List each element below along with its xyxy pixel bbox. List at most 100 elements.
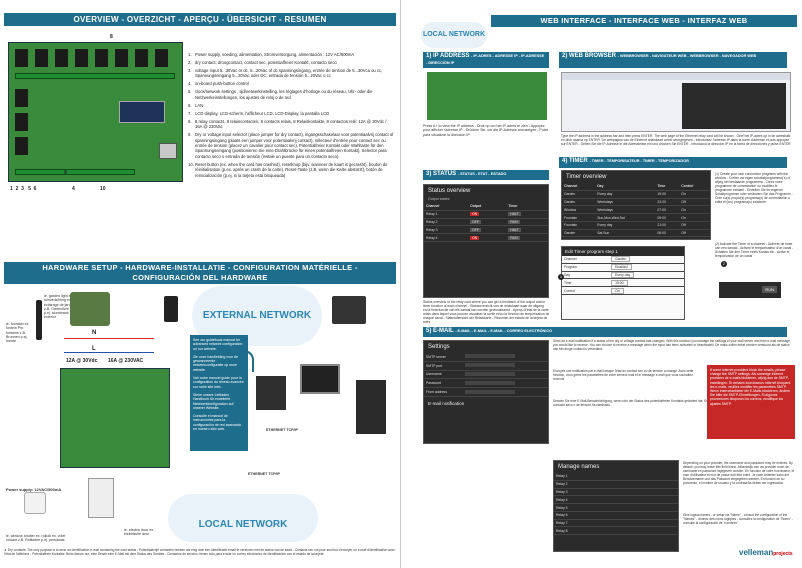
door-caption: ie. electric door ex. elektrische deur — [124, 528, 155, 537]
router-image — [256, 376, 286, 410]
status-preview — [682, 83, 786, 129]
browser-toolbar — [562, 73, 790, 80]
terminal-block — [15, 73, 175, 79]
rating-dc: 12A @ 30Vdc — [66, 358, 98, 364]
table-row: Relay 2 OFF RUN — [424, 218, 548, 227]
door-panel-image — [88, 478, 114, 518]
run-toggle[interactable]: RUN — [762, 286, 777, 293]
table-row: Relay 1 ON HALT — [424, 210, 548, 219]
timer-note-1: (1) Create your own connection programs … — [715, 172, 793, 204]
relay-component — [135, 49, 148, 67]
callout-9: 9 — [64, 170, 67, 176]
relay-component — [15, 137, 28, 155]
table-row[interactable]: Relay 4 — [554, 495, 678, 505]
timer-toggle[interactable]: RUN — [508, 235, 520, 240]
program-select[interactable]: Enabled — [611, 264, 632, 271]
run-button-preview: RUN — [719, 282, 781, 298]
overview-banner: OVERVIEW - OVERZICHT - APERÇU - ÜBERSICH… — [4, 13, 396, 26]
smartphone-image — [164, 296, 178, 322]
desktop-pc-image — [356, 380, 386, 434]
settings-form: SMTP server SMTP port Username Password … — [424, 353, 548, 397]
table-row[interactable]: Relay 5 — [554, 503, 678, 512]
list-item: 6.LAN — [188, 102, 204, 108]
relay-board-image — [60, 368, 170, 468]
day-select[interactable]: Every day — [611, 271, 635, 278]
manage-names-screenshot: Manage names Relay 1 Relay 2 Relay 3 Rel… — [553, 460, 679, 552]
ethernet-label: ETHERNET TCP/IP — [266, 428, 298, 432]
neutral-label: N — [92, 330, 97, 336]
table-row[interactable]: Relay 6 — [554, 511, 678, 520]
callout-6: 6 — [33, 186, 37, 192]
network-notes-box: See our guidebook manual for advanced ne… — [190, 335, 248, 451]
list-item: 10.Reset button (ex. when the card has c… — [188, 161, 388, 178]
browser-screenshot — [561, 72, 791, 132]
output-toggle[interactable]: ON — [470, 212, 480, 217]
list-item: 2.dry contact, droogcontact, contact sec… — [188, 60, 337, 65]
channel-select[interactable]: Garden — [611, 256, 631, 263]
table-row[interactable]: Relay 1 — [554, 473, 678, 481]
step-marker-1: 1 — [558, 274, 564, 280]
lamp-image — [36, 300, 42, 340]
from-address-input[interactable] — [465, 389, 516, 394]
list-item: 3.voltage input 5...30Vac or dc, 5...20V… — [188, 68, 383, 79]
timer-toggle[interactable]: HALT — [508, 227, 521, 232]
callout-10: 10 — [100, 186, 106, 192]
laptop-image — [300, 364, 340, 394]
relay-component — [95, 49, 108, 67]
section-ip-address: 1) IP ADDRESS - IP-ADRES - ADRESSE IP - … — [423, 52, 549, 68]
username-input[interactable] — [465, 371, 516, 376]
password-input[interactable] — [465, 380, 516, 385]
time-input[interactable]: 19:00 — [611, 279, 628, 286]
control-select[interactable]: On — [611, 287, 624, 294]
sprinkler-caption: ie. fountain ex. fontein Pnr. fontaine z… — [6, 322, 30, 344]
table-row[interactable]: Relay 8 — [554, 526, 678, 536]
output-toggle[interactable]: OFF — [470, 219, 481, 224]
hardware-banner: HARDWARE SETUP - HARDWARE-INSTALLATIE - … — [4, 262, 396, 284]
relay-component — [15, 113, 28, 131]
relay-component — [35, 49, 48, 67]
table-row[interactable]: Relay 7 — [554, 519, 678, 528]
output-toggle[interactable]: OFF — [470, 227, 481, 232]
relay-component — [155, 49, 168, 67]
warning-box: If some internet providers block the ema… — [707, 365, 795, 439]
relay-component — [115, 49, 128, 67]
output-toggle[interactable]: ON — [470, 235, 480, 240]
timer-toggle[interactable]: RUN — [508, 219, 520, 224]
terminal-block — [15, 169, 135, 175]
relay-component — [15, 89, 28, 107]
settings-title: Settings — [428, 344, 450, 350]
brand-logo: vellemanprojects — [739, 548, 793, 557]
relay-component — [55, 49, 68, 67]
smtp-server-input[interactable] — [465, 354, 516, 359]
rating-ac: 16A @ 230VAC — [108, 358, 144, 364]
list-item: 5.clock/network settings , tijd/netwerki… — [188, 89, 373, 100]
list-item: 7.LCD display, LCD-scherm, l'afficheur L… — [188, 110, 330, 116]
smtp-port-input[interactable] — [465, 363, 516, 368]
timer-note-2: (2) Activate the Timer of a channel - Ac… — [715, 242, 794, 258]
power-supply-label: Power supply: 12VAC/500mA — [6, 487, 62, 492]
table-row[interactable]: Relay 3 — [554, 488, 678, 497]
ethernet-label: ETHERNET TCP/IP — [248, 472, 280, 476]
callout-3: 3 — [21, 186, 24, 192]
form-row: SMTP server — [424, 353, 548, 362]
section-timer: 4) TIMER - TIMER - TEMPORISATEUR - TIMER… — [559, 157, 787, 168]
table-row[interactable]: Relay 2 — [554, 480, 678, 489]
timer-title: Timer overview — [566, 174, 607, 180]
web-interface-banner: WEB INTERFACE - INTERFACE WEB - INTERFAZ… — [491, 15, 797, 27]
list-item: 4.on-board push-button control — [188, 81, 249, 87]
timer-toggle[interactable]: HALT — [508, 212, 521, 217]
